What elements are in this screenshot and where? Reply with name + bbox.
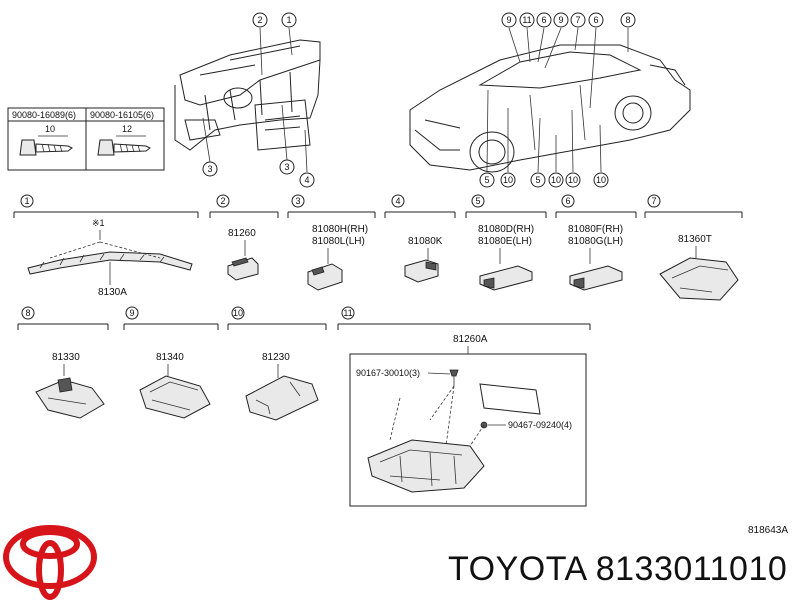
section-81230: 81230 [245, 352, 319, 421]
callout-label: 10 [551, 175, 561, 185]
screw-part-number: 90080-16089(6) [12, 110, 76, 120]
car-illustration [409, 44, 691, 173]
section-index: 8 [25, 308, 30, 318]
part-number-label: 81340 [156, 352, 184, 363]
note-mark: ※1 [92, 218, 105, 228]
screw-icon [97, 139, 151, 156]
section-headers-row1: 1 2 3 4 5 6 7 [13, 194, 743, 218]
callout-label: 2 [257, 15, 262, 25]
callout-label: 1 [286, 15, 291, 25]
part-number-label: 81360T [678, 234, 712, 245]
section-8130A: ※1 8130A [27, 218, 193, 298]
part-number-label: 81260A [453, 334, 488, 345]
callout-label: 5 [535, 175, 540, 185]
screw-reference-box: 90080-16089(6) 90080-16105(6) 10 12 [7, 107, 165, 171]
sub-part-number: 90467-09240(4) [508, 420, 572, 430]
section-81080D: 81080D(RH) 81080E(LH) [478, 224, 534, 291]
screw-part-number: 90080-16105(6) [90, 110, 154, 120]
part-number-label: 81080E(LH) [478, 236, 532, 247]
part-number-label: 81230 [262, 352, 290, 363]
section-index: 4 [395, 196, 400, 206]
section-index: 9 [129, 308, 134, 318]
part-number-label: 81080H(RH) [312, 224, 368, 235]
assembly-frame [349, 353, 587, 507]
section-headers-row2: 8 9 10 11 [17, 306, 591, 330]
callout-label: 8 [625, 15, 630, 25]
callout-label: 11 [522, 15, 531, 25]
section-81260A: 81260A 90167-30010(3) 90467-09240(4) [349, 334, 587, 507]
screw-length: 12 [122, 124, 132, 134]
section-81330: 81330 [35, 352, 105, 419]
section-81080F: 81080F(RH) 81080G(LH) [568, 224, 623, 291]
section-index: 6 [565, 196, 570, 206]
sub-part-number: 90167-30010(3) [356, 368, 420, 378]
callout-label: 10 [503, 175, 513, 185]
callout-label: 9 [558, 15, 563, 25]
car-callouts: 9 11 6 9 7 6 8 5 10 5 10 10 10 [479, 12, 636, 188]
callout-circle [252, 12, 268, 28]
section-index: 3 [295, 196, 300, 206]
section-index: 1 [24, 196, 29, 206]
part-number-label: 81260 [228, 228, 256, 239]
part-number-label: 8130A [98, 287, 127, 298]
car-callout-lines [486, 27, 629, 173]
section-index: 7 [651, 196, 656, 206]
callout-label: 5 [484, 175, 489, 185]
callout-label: 9 [506, 15, 511, 25]
section-81360T: 81360T [659, 234, 739, 301]
diagram-code: 818643A [748, 525, 789, 536]
section-index: 10 [233, 308, 243, 318]
dashboard-illustration [174, 39, 321, 151]
dashboard-callout-lines [202, 27, 308, 173]
part-number-label: 81330 [52, 352, 80, 363]
screw-length: 10 [45, 124, 55, 134]
toyota-logo-icon [3, 525, 97, 600]
part-number-label: 81080G(LH) [568, 236, 623, 247]
section-index: 5 [475, 196, 480, 206]
part-number-label: 81080L(LH) [312, 236, 365, 247]
section-81340: 81340 [139, 352, 211, 419]
callout-label: 4 [304, 175, 309, 185]
dashboard-callouts: 2 1 3 3 4 [202, 12, 315, 188]
brand-part-number: TOYOTA 8133011010 [448, 550, 788, 588]
part-number-label: 81080F(RH) [568, 224, 623, 235]
callout-label: 3 [284, 162, 289, 172]
section-index: 2 [220, 196, 225, 206]
section-81260: 81260 [227, 228, 259, 281]
callout-label: 3 [207, 164, 212, 174]
part-number-label: 81080D(RH) [478, 224, 534, 235]
part-number-label: 81080K [408, 236, 443, 247]
callout-label: 6 [541, 15, 546, 25]
screw-icon [19, 139, 73, 156]
section-81080K: 81080K [404, 236, 443, 283]
section-index: 11 [343, 308, 352, 318]
callout-label: 10 [596, 175, 606, 185]
callout-label: 10 [568, 175, 578, 185]
section-81080H: 81080H(RH) 81080L(LH) [307, 224, 368, 291]
callout-label: 6 [593, 15, 598, 25]
callout-label: 7 [575, 15, 580, 25]
